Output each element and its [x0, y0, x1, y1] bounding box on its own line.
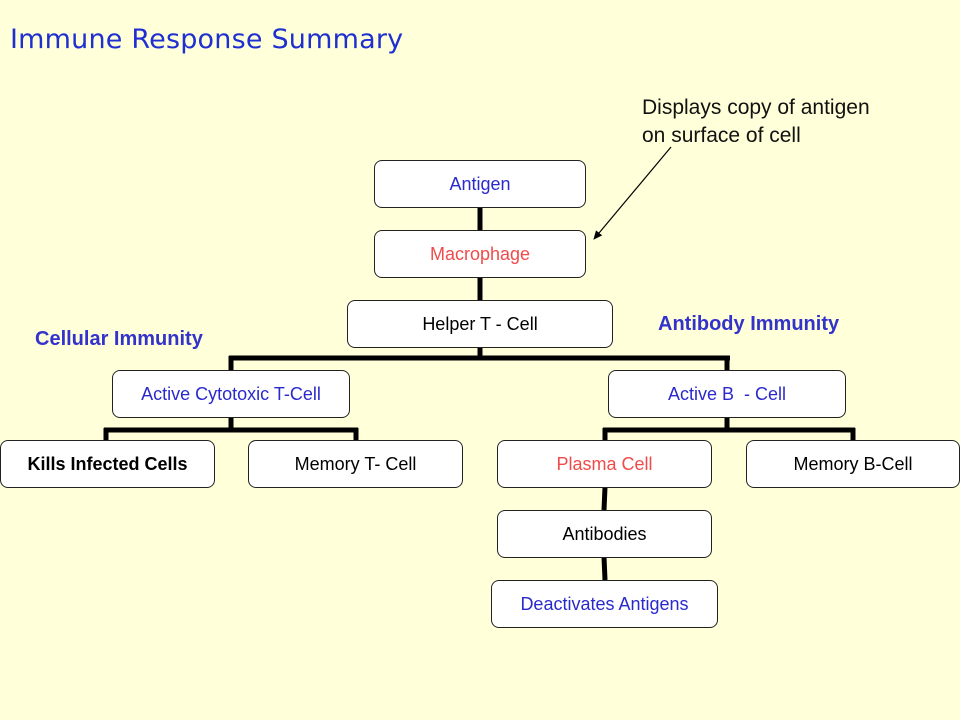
- edge-antibodies-deactivates: [601, 556, 608, 581]
- node-helper-t-cell: Helper T - Cell: [347, 300, 613, 348]
- edge-plasma-antibodies: [601, 486, 608, 511]
- annotation-arrow: [593, 146, 672, 240]
- node-active-b-cell: Active B - Cell: [608, 370, 846, 418]
- node-memory-b-cell: Memory B-Cell: [746, 440, 960, 488]
- node-antigen: Antigen: [374, 160, 586, 208]
- node-macrophage: Macrophage: [374, 230, 586, 278]
- node-kills-infected-cells: Kills Infected Cells: [0, 440, 215, 488]
- annotation-line-2: on surface of cell: [642, 124, 801, 147]
- antibody-immunity-label: Antibody Immunity: [658, 313, 840, 335]
- annotation-text: Displays copy of antigen on surface of c…: [642, 94, 870, 150]
- page-title: Immune Response Summary: [10, 24, 404, 55]
- node-deactivates-antigens: Deactivates Antigens: [491, 580, 718, 628]
- node-active-cytotoxic-t-cell: Active Cytotoxic T-Cell: [112, 370, 350, 418]
- node-plasma-cell: Plasma Cell: [497, 440, 712, 488]
- cellular-immunity-label: Cellular Immunity: [35, 328, 203, 350]
- annotation-line-1: Displays copy of antigen: [642, 96, 870, 119]
- node-antibodies: Antibodies: [497, 510, 712, 558]
- node-memory-t-cell: Memory T- Cell: [248, 440, 463, 488]
